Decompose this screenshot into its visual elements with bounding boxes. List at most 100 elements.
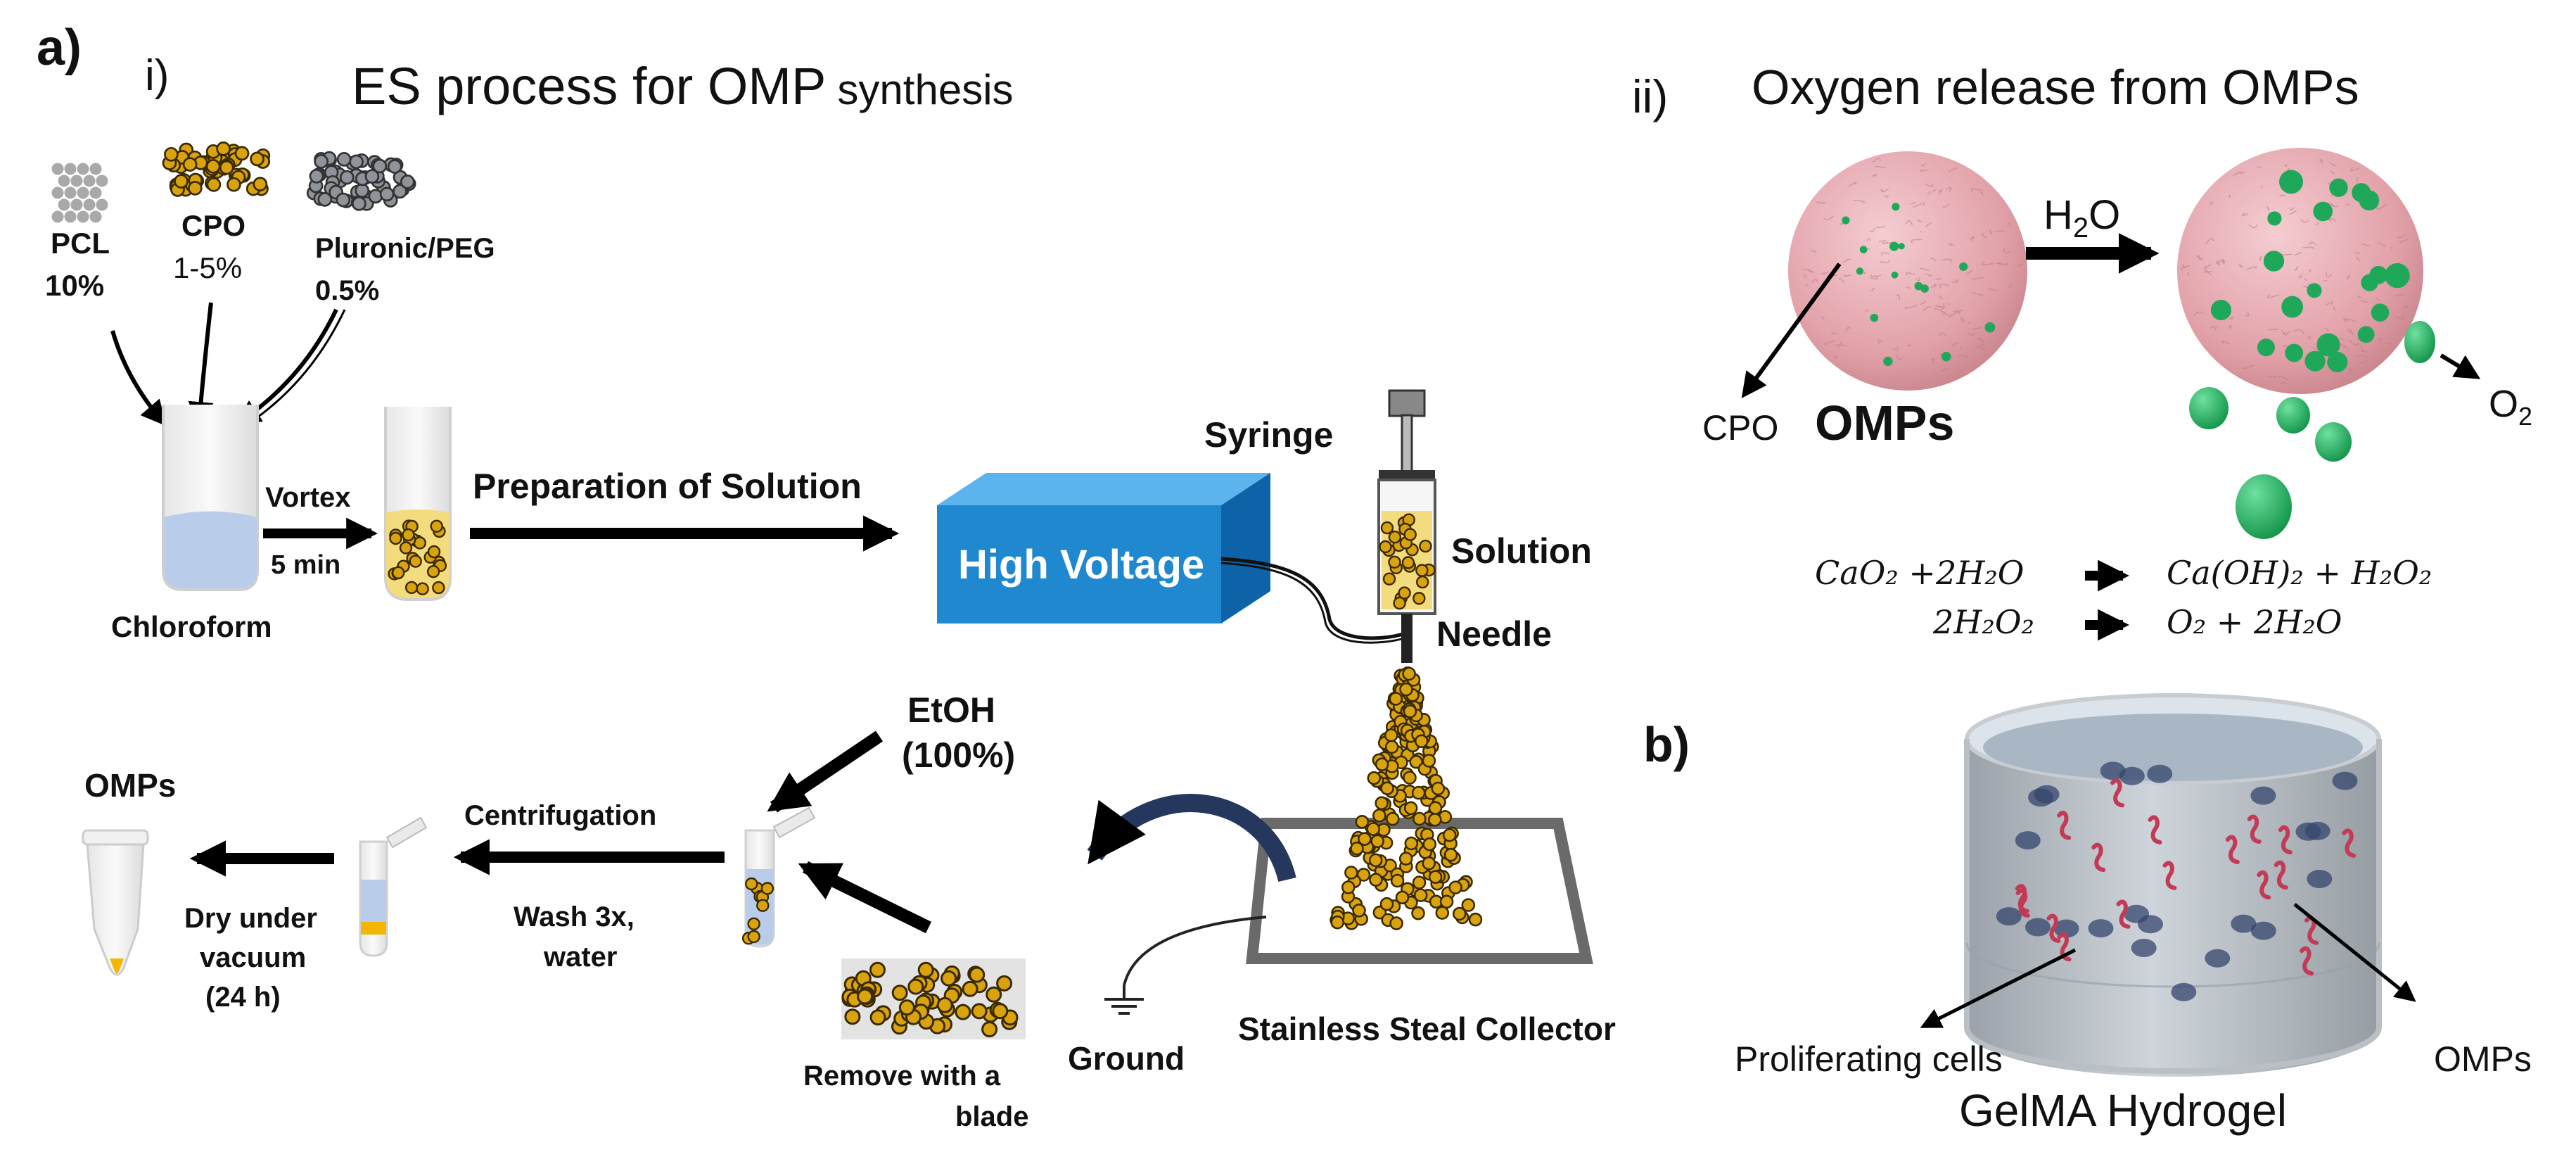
- sphere-texture-stroke: [1904, 305, 1918, 309]
- sphere-texture-stroke: [2378, 242, 2387, 247]
- sphere-texture-stroke: [2284, 164, 2288, 167]
- spray-particle: [1366, 822, 1380, 836]
- sphere-texture-stroke: [1882, 241, 1892, 244]
- sphere-texture-stroke: [1842, 258, 1851, 264]
- sphere-texture-stroke: [2242, 212, 2249, 217]
- collected-particle: [996, 975, 1013, 992]
- sphere-texture-stroke: [1804, 274, 1807, 279]
- sphere-texture-stroke: [1953, 310, 1964, 312]
- sphere-texture-stroke: [1924, 183, 1934, 188]
- panel-a-label: a): [37, 20, 82, 76]
- collection-curved-arrow: [1087, 794, 1296, 882]
- proliferating-cell: [2015, 888, 2030, 918]
- gel-omps-label: OMPs: [2434, 1039, 2532, 1079]
- solution-particle: [409, 555, 422, 568]
- sphere-texture-stroke: [2198, 254, 2203, 260]
- sphere-texture-stroke: [1820, 316, 1825, 320]
- collected-particle: [857, 988, 874, 1005]
- sphere-texture-stroke: [1823, 340, 1835, 346]
- spray-particle: [1403, 771, 1417, 785]
- spray-particle: [1403, 704, 1417, 719]
- collected-particle: [962, 980, 978, 997]
- sphere-texture-stroke: [2345, 318, 2356, 323]
- spray-particle: [1384, 740, 1399, 754]
- proliferating-cell: [2148, 815, 2162, 844]
- sphere-texture-stroke: [2281, 329, 2291, 334]
- solution-particle: [402, 528, 415, 542]
- pluronic-particle: [372, 158, 388, 174]
- sphere-texture-stroke: [2259, 255, 2262, 261]
- sphere-texture-stroke: [2347, 274, 2351, 280]
- sphere-texture-stroke: [2203, 263, 2212, 270]
- gel-omp-particle: [2028, 788, 2054, 807]
- spray-particle: [1379, 897, 1394, 911]
- etoh-label-line1: EtOH: [907, 690, 995, 730]
- gel-omp-particle: [2053, 919, 2079, 938]
- sphere-texture-stroke: [2295, 265, 2299, 271]
- cpo-particle: [187, 181, 203, 196]
- sphere-texture-stroke: [2298, 273, 2303, 279]
- sphere-texture-stroke: [1934, 308, 1946, 314]
- sphere-texture-stroke: [1925, 273, 1932, 277]
- sphere-texture-stroke: [2393, 293, 2404, 298]
- sphere-texture-stroke: [1942, 258, 1953, 262]
- gel-omp-particle: [2250, 921, 2276, 940]
- high-voltage-box: High Voltage: [937, 473, 1270, 624]
- syringe-particle: [1388, 531, 1402, 544]
- panel-b-label: b): [1643, 717, 1690, 772]
- cpo-particle: [174, 174, 189, 189]
- gel-omp-particle: [2100, 761, 2126, 780]
- sphere-texture-stroke: [1979, 338, 1986, 344]
- cpo-particle: [182, 157, 198, 172]
- collected-particle: [955, 1004, 971, 1020]
- solution-particle: [389, 531, 402, 545]
- cpo-dot: [1984, 322, 1996, 333]
- spray-particles: [1330, 666, 1483, 930]
- sphere-texture-stroke: [1843, 274, 1851, 277]
- cpo-dot: [2279, 170, 2303, 194]
- sphere-texture-stroke: [2221, 341, 2231, 345]
- cpo-dot: [2263, 251, 2285, 272]
- spray-particle: [1375, 757, 1389, 771]
- sphere-texture-stroke: [2308, 269, 2312, 272]
- sphere-texture-stroke: [1938, 295, 1944, 300]
- sphere-texture-stroke: [1949, 311, 1960, 318]
- sphere-texture-stroke: [2386, 342, 2392, 345]
- gel-omp-particle: [2171, 982, 2197, 1001]
- collected-particle: [917, 961, 934, 978]
- gel-omp-particle: [2124, 904, 2150, 923]
- spray-particle: [1422, 856, 1436, 871]
- sphere-texture-stroke: [2182, 264, 2191, 267]
- collected-particle: [969, 966, 986, 983]
- needle-label: Needle: [1436, 614, 1552, 654]
- proliferating-cell: [2300, 946, 2314, 976]
- sphere-texture-stroke: [2307, 336, 2311, 341]
- o2-label: O2: [2489, 383, 2532, 431]
- wash-particle: [747, 930, 760, 944]
- omps-tube: [82, 829, 149, 976]
- spray-particle: [1412, 875, 1427, 890]
- sphere-texture-stroke: [2349, 367, 2354, 372]
- sphere-texture-stroke: [2324, 328, 2329, 331]
- sphere-texture-stroke: [1804, 283, 1809, 286]
- proliferating-cell: [2110, 778, 2125, 808]
- sphere-texture-stroke: [1906, 286, 1911, 289]
- sphere-texture-stroke: [1966, 270, 1973, 275]
- pluronic-particle: [349, 154, 364, 170]
- cpo-dot: [1898, 243, 1905, 250]
- sphere-texture-stroke: [1939, 284, 1950, 289]
- cpo-particle: [234, 146, 250, 161]
- sphere-texture-stroke: [2390, 246, 2393, 249]
- gel-omp-particle: [2332, 771, 2358, 790]
- cpo-dot: [2304, 350, 2326, 372]
- sphere-texture-stroke: [2193, 311, 2204, 316]
- cpo-dot: [2327, 351, 2348, 373]
- omp-sphere-releasing: [2177, 148, 2423, 394]
- pcl-label: PCL: [51, 227, 110, 260]
- cpo-particle: [219, 160, 234, 175]
- syringe-particle: [1379, 540, 1392, 554]
- solution-particle: [432, 581, 445, 595]
- sphere-texture-stroke: [1971, 291, 1984, 296]
